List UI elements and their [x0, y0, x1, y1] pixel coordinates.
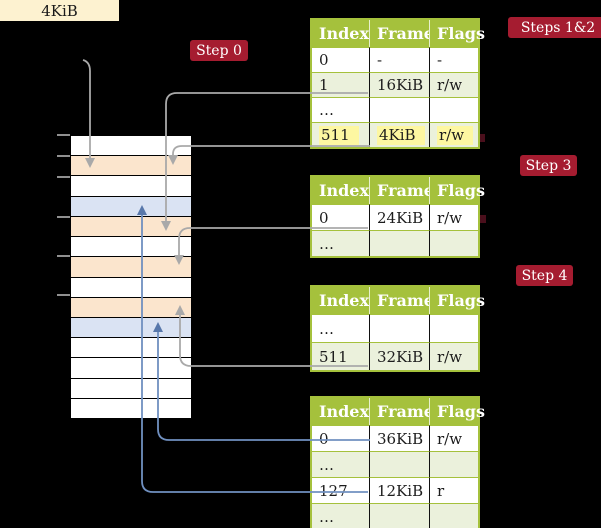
memory-frame-row: [71, 297, 191, 318]
table-cell-highlighted: 511: [312, 122, 369, 147]
table-cell: [369, 314, 429, 342]
memory-frame-row: [71, 277, 191, 298]
memory-frame-row: [71, 257, 191, 278]
memory-frame-row: [71, 216, 191, 238]
table-cell: 12KiB: [369, 477, 429, 503]
table-cell: 16KiB: [369, 72, 429, 97]
column-header-flags: Flags: [429, 287, 485, 314]
memory-frame-row: [71, 196, 191, 217]
table-cell: 0: [312, 425, 369, 451]
table-cell: r/w: [429, 425, 478, 451]
step-0-label: Step 0: [196, 42, 242, 59]
column-header-index: Index: [312, 20, 369, 47]
address-tick: [57, 134, 70, 136]
table-cell: [369, 97, 429, 122]
table-cell: [429, 97, 478, 122]
column-header-index: Index: [312, 398, 369, 425]
table-cell: [369, 503, 429, 528]
steps-1-2-badge: Steps 1&2: [508, 17, 601, 38]
highlight: 4KiB: [377, 126, 425, 145]
steps-1-2-label: Steps 1&2: [520, 19, 596, 36]
table-cell: -: [429, 47, 478, 72]
table-cell: [429, 451, 478, 477]
memory-frame-row: [71, 156, 191, 177]
column-header-index: Index: [312, 287, 369, 314]
table-cell: 32KiB: [369, 342, 429, 370]
page-table-bottom: Index Frame Flags 0 36KiB r/w … 127 12Ki…: [310, 396, 485, 528]
column-header-frame: Frame: [369, 287, 434, 314]
table-cell-highlighted: r/w: [429, 122, 478, 147]
arrow-remnant-mark: [480, 134, 485, 142]
address-tick: [57, 294, 70, 296]
physical-memory-column: [70, 135, 192, 419]
table-cell: …: [312, 314, 369, 342]
step-0-badge: Step 0: [190, 40, 248, 61]
table-cell: r/w: [429, 72, 478, 97]
step-3-badge: Step 3: [520, 155, 577, 176]
page-table-top: Index Frame Flags 0 - - 1 16KiB r/w … 51…: [310, 18, 485, 149]
table-cell: [369, 230, 429, 256]
step-4-badge: Step 4: [516, 265, 573, 286]
table-cell: [369, 451, 429, 477]
table-cell: -: [369, 47, 429, 72]
column-header-frame: Frame: [369, 177, 434, 204]
step-3-label: Step 3: [525, 157, 572, 174]
table-cell: [429, 314, 478, 342]
table-cell: 24KiB: [369, 204, 429, 230]
memory-frame-row: [71, 338, 191, 359]
address-tick: [57, 155, 70, 157]
address-tick: [57, 216, 70, 218]
memory-frame-row: [71, 136, 191, 157]
memory-frame-row: [71, 176, 191, 197]
table-cell: …: [312, 451, 369, 477]
table-cell: [429, 230, 478, 256]
address-tick: [57, 176, 70, 178]
frame-size-label-box: 4KiB: [0, 0, 119, 21]
table-cell: …: [312, 503, 369, 528]
highlight: r/w: [437, 126, 474, 145]
table-cell: …: [312, 97, 369, 122]
highlight: 511: [319, 126, 359, 145]
table-cell: …: [312, 230, 369, 256]
table-cell: 1: [312, 72, 369, 97]
table-cell: [429, 503, 478, 528]
table-cell: 36KiB: [369, 425, 429, 451]
arrow-remnant-mark: [480, 215, 486, 223]
column-header-frame: Frame: [369, 398, 434, 425]
table-cell: 0: [312, 47, 369, 72]
table-cell: 511: [312, 342, 369, 370]
step-4-label: Step 4: [521, 267, 568, 284]
page-table-third: Index Frame Flags … 511 32KiB r/w: [310, 285, 485, 372]
table-cell: r: [429, 477, 478, 503]
memory-frame-row: [71, 317, 191, 339]
column-header-flags: Flags: [429, 177, 485, 204]
address-tick: [57, 255, 70, 257]
page-table-second: Index Frame Flags 0 24KiB r/w …: [310, 175, 485, 258]
memory-frame-row: [71, 358, 191, 379]
memory-frame-row: [71, 237, 191, 258]
column-header-flags: Flags: [429, 20, 485, 47]
column-header-frame: Frame: [369, 20, 434, 47]
table-cell: 127: [312, 477, 369, 503]
frame-size-label: 4KiB: [41, 1, 78, 20]
table-cell: r/w: [429, 204, 478, 230]
table-cell-highlighted: 4KiB: [369, 122, 429, 147]
table-cell: 0: [312, 204, 369, 230]
column-header-flags: Flags: [429, 398, 485, 425]
column-header-index: Index: [312, 177, 369, 204]
memory-frame-row: [71, 398, 191, 419]
memory-frame-row: [71, 378, 191, 399]
table-cell: r/w: [429, 342, 478, 370]
